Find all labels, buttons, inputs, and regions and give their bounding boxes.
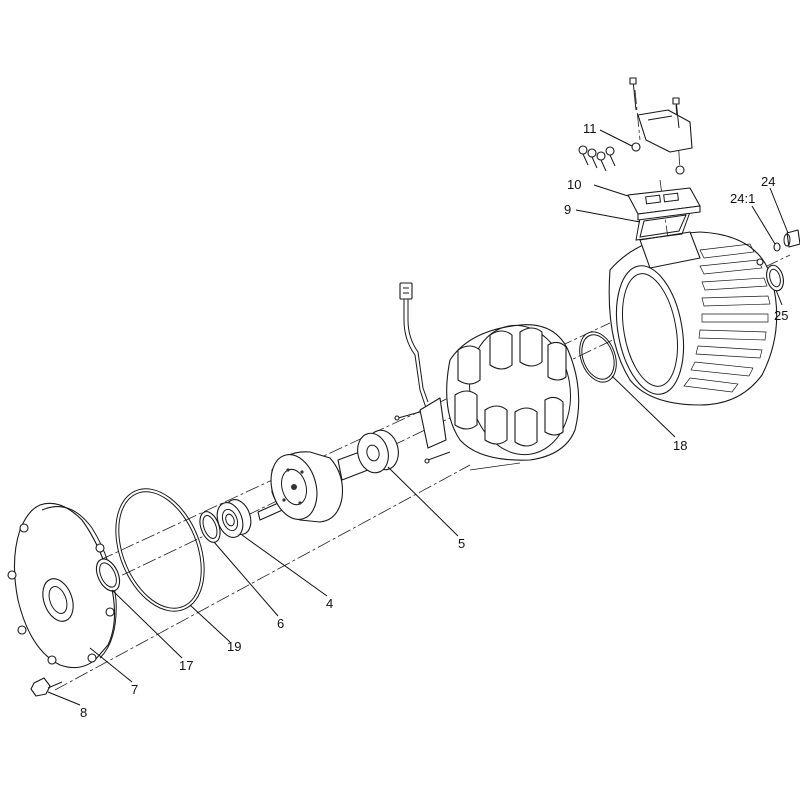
callout-24: 24 bbox=[761, 174, 775, 189]
bearing-part-4 bbox=[216, 499, 252, 538]
large-o-ring-part-19 bbox=[115, 488, 205, 612]
rotor-assembly bbox=[257, 449, 369, 523]
o-ring-part-17 bbox=[95, 558, 121, 592]
terminal-block-part-10 bbox=[627, 187, 701, 221]
ring-terminals bbox=[578, 145, 616, 172]
o-ring-part-18 bbox=[579, 331, 617, 383]
retaining-ring-part-6 bbox=[199, 511, 221, 543]
callout-25: 25 bbox=[774, 308, 788, 323]
plug-part-24 bbox=[783, 229, 800, 248]
callout-19: 19 bbox=[227, 639, 241, 654]
spacer-part-5 bbox=[357, 429, 399, 474]
callout-labels: 11 10 9 24 24:1 25 18 5 4 6 19 17 7 8 bbox=[80, 121, 788, 720]
housing-fins bbox=[683, 243, 771, 393]
callout-5: 5 bbox=[458, 536, 465, 551]
wire-harness bbox=[394, 282, 451, 464]
callout-11: 11 bbox=[583, 121, 597, 136]
bolt-part-8 bbox=[30, 677, 63, 697]
seal-part-25 bbox=[766, 264, 784, 292]
callout-24-1: 24:1 bbox=[730, 191, 755, 206]
stator bbox=[446, 324, 580, 471]
callout-6: 6 bbox=[277, 616, 284, 631]
callout-18: 18 bbox=[673, 438, 687, 453]
generator-housing bbox=[608, 231, 778, 406]
callout-17: 17 bbox=[179, 658, 193, 673]
callout-7: 7 bbox=[131, 682, 138, 697]
callout-8: 8 bbox=[80, 705, 87, 720]
leader-lines bbox=[47, 129, 789, 706]
callout-4: 4 bbox=[326, 596, 333, 611]
end-cover-part-7 bbox=[7, 502, 117, 669]
callout-9: 9 bbox=[564, 202, 571, 217]
washer-part-24-1 bbox=[773, 242, 781, 252]
callout-10: 10 bbox=[567, 177, 581, 192]
connector-bracket-part-11 bbox=[629, 77, 693, 175]
